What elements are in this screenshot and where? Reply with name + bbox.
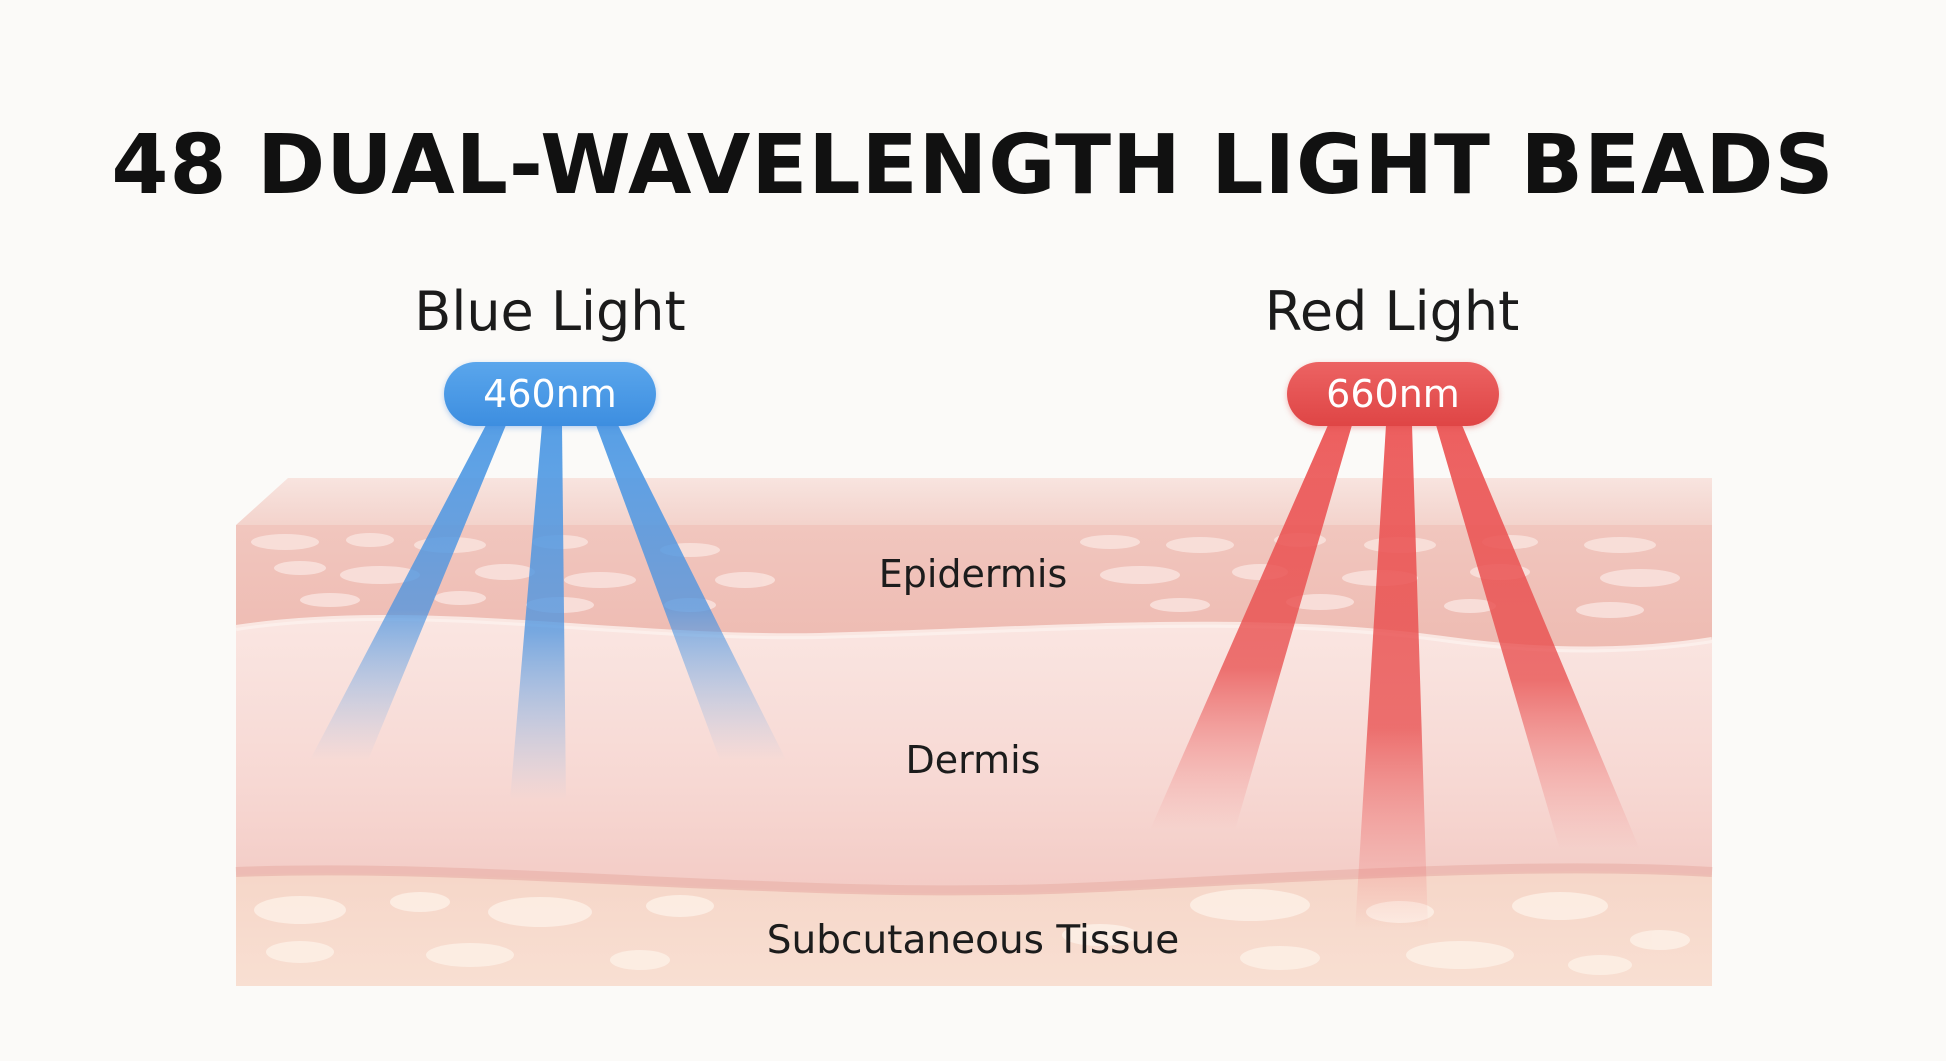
red-beam [1436,425,1640,850]
red-light-label: Red Light [1264,280,1520,343]
red-light-beams [1150,425,1640,930]
subcutaneous-fat-cells [254,889,1690,975]
blue-beam [596,425,786,760]
blue-light-beams [310,425,786,800]
blue-wavelength-badge: 460nm [444,362,656,426]
skin-top-surface [236,478,1712,525]
epidermis-layer [236,525,1712,650]
blue-beam [510,425,566,800]
diagram-title: 48 DUAL-WAVELENGTH LIGHT BEADS [111,118,1835,213]
blue-beam [310,425,506,760]
epidermis-label: Epidermis [878,552,1068,596]
red-beam [1150,425,1352,830]
dermis-layer [236,617,1712,894]
dermis-subcutaneous-boundary [235,863,1713,896]
subcutaneous-layer [236,866,1712,986]
red-wavelength-badge: 660nm [1287,362,1499,426]
blue-light-label: Blue Light [414,280,686,343]
subcutaneous-tissue-label: Subcutaneous Tissue [766,918,1180,963]
dermis-label: Dermis [905,738,1041,782]
red-beam [1355,425,1428,930]
